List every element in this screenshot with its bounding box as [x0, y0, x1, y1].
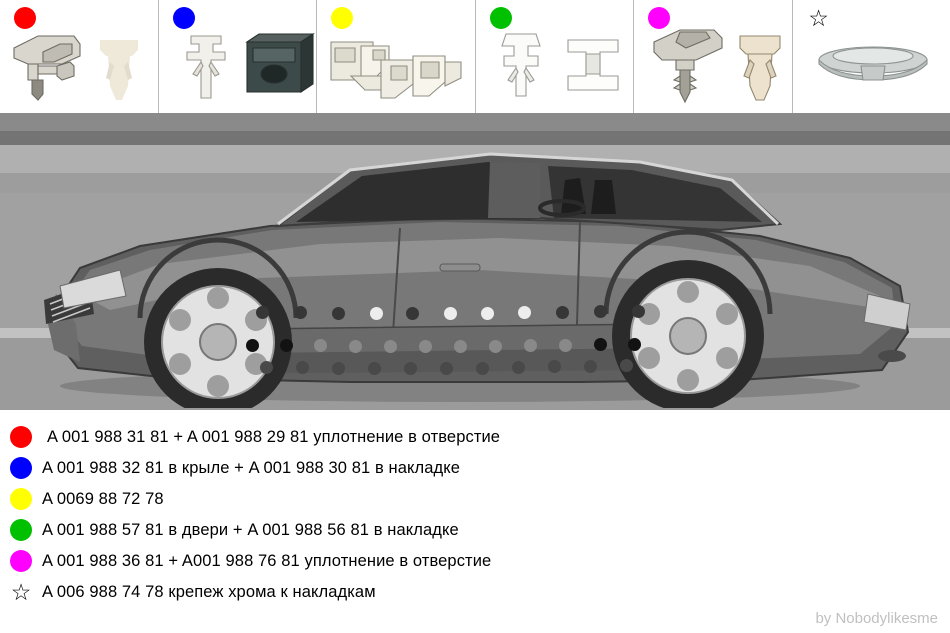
clip-dot: [594, 338, 607, 351]
clip-dot: [296, 361, 309, 374]
clip-dot: [440, 362, 453, 375]
clip-dot: [332, 307, 345, 320]
clip-dot: [584, 360, 597, 373]
clip-dot: [404, 362, 417, 375]
legend-label: A 006 988 74 78 крепеж хрома к накладкам: [42, 582, 376, 601]
legend-bullet-yellow: [10, 488, 32, 510]
clip-dot: [349, 340, 362, 353]
marker-dot-red: [14, 7, 36, 29]
legend-label: A 001 988 31 81 + A 001 988 29 81 уплотн…: [47, 427, 501, 446]
legend-row: A 001 988 31 81 + A 001 988 29 81 уплотн…: [10, 422, 950, 452]
legend: A 001 988 31 81 + A 001 988 29 81 уплотн…: [0, 410, 950, 633]
legend-bullet-blue: [10, 457, 32, 479]
legend-bullet-red: [10, 426, 32, 448]
photo-band-sky: [0, 113, 950, 133]
part-cell-star: ☆: [792, 0, 950, 113]
parts-strip: ☆: [0, 0, 950, 113]
clip-dot: [314, 339, 327, 352]
marker-star: ☆: [808, 5, 829, 31]
white-clip-pair-icon: [500, 33, 619, 97]
clip-pair-icon: [13, 35, 138, 101]
clip-dot: [332, 362, 345, 375]
marker-dot-blue: [172, 7, 195, 29]
pin-clip-pair-icon: [653, 29, 781, 104]
car-photo: [0, 113, 950, 410]
clip-dot: [368, 362, 381, 375]
clip-dot: [280, 339, 293, 352]
part-cell-yellow: [317, 0, 476, 113]
car-illustration: [44, 152, 911, 408]
clip-dot: [632, 305, 645, 318]
clip-dot: [419, 340, 432, 353]
legend-bullet-green: [10, 519, 32, 541]
part-cell-green: [475, 0, 634, 113]
part-cell-blue: [158, 0, 317, 113]
chrome-fastener-icon: [817, 46, 928, 81]
clip-dot: [476, 362, 489, 375]
clip-dot: [454, 340, 467, 353]
clip-dot: [594, 305, 607, 318]
legend-row: A 001 988 57 81 в двери + A 001 988 56 8…: [10, 515, 950, 545]
watermark: by Nobodylikesme: [815, 610, 938, 627]
legend-row: A 001 988 32 81 в крыле + A 001 988 30 8…: [10, 453, 950, 483]
clip-dot: [406, 307, 419, 320]
clip-dot: [370, 307, 383, 320]
clip-and-metal-nut-icon: [185, 32, 315, 99]
legend-bullet-magenta: [10, 550, 32, 572]
clip-dot: [444, 307, 457, 320]
clip-dot: [481, 307, 494, 320]
clip-dot: [260, 361, 273, 374]
clip-dot: [556, 306, 569, 319]
clip-dot: [294, 306, 307, 319]
legend-label: A 001 988 32 81 в крыле + A 001 988 30 8…: [42, 458, 461, 477]
legend-label: A 001 988 36 81 + A001 988 76 81 уплотне…: [42, 551, 492, 570]
legend-row: A 001 988 36 81 + A001 988 76 81 уплотне…: [10, 546, 950, 576]
legend-label: A 0069 88 72 78: [42, 489, 164, 508]
legend-row: A 0069 88 72 78: [10, 484, 950, 514]
clip-dot: [246, 339, 259, 352]
clip-dot: [620, 359, 633, 372]
clip-dot: [384, 340, 397, 353]
clip-dot: [512, 361, 525, 374]
legend-row: ☆ A 006 988 74 78 крепеж хрома к накладк…: [10, 577, 950, 607]
clip-dot: [256, 306, 269, 319]
clip-dot: [489, 340, 502, 353]
clip-dot: [548, 360, 561, 373]
legend-label: A 001 988 57 81 в двери + A 001 988 56 8…: [42, 520, 459, 539]
clip-dot: [628, 338, 641, 351]
clip-dot: [524, 339, 537, 352]
part-cell-magenta: [634, 0, 793, 113]
marker-dot-green: [489, 7, 512, 29]
clip-dot: [559, 339, 572, 352]
hinge-clip-pair-icon: [330, 41, 462, 99]
clip-dot: [518, 306, 531, 319]
marker-dot-yellow: [331, 7, 353, 29]
marker-dot-magenta: [648, 7, 670, 29]
part-cell-red: [0, 0, 159, 113]
photo-band-trees: [0, 131, 950, 147]
legend-bullet-star: ☆: [10, 579, 32, 605]
